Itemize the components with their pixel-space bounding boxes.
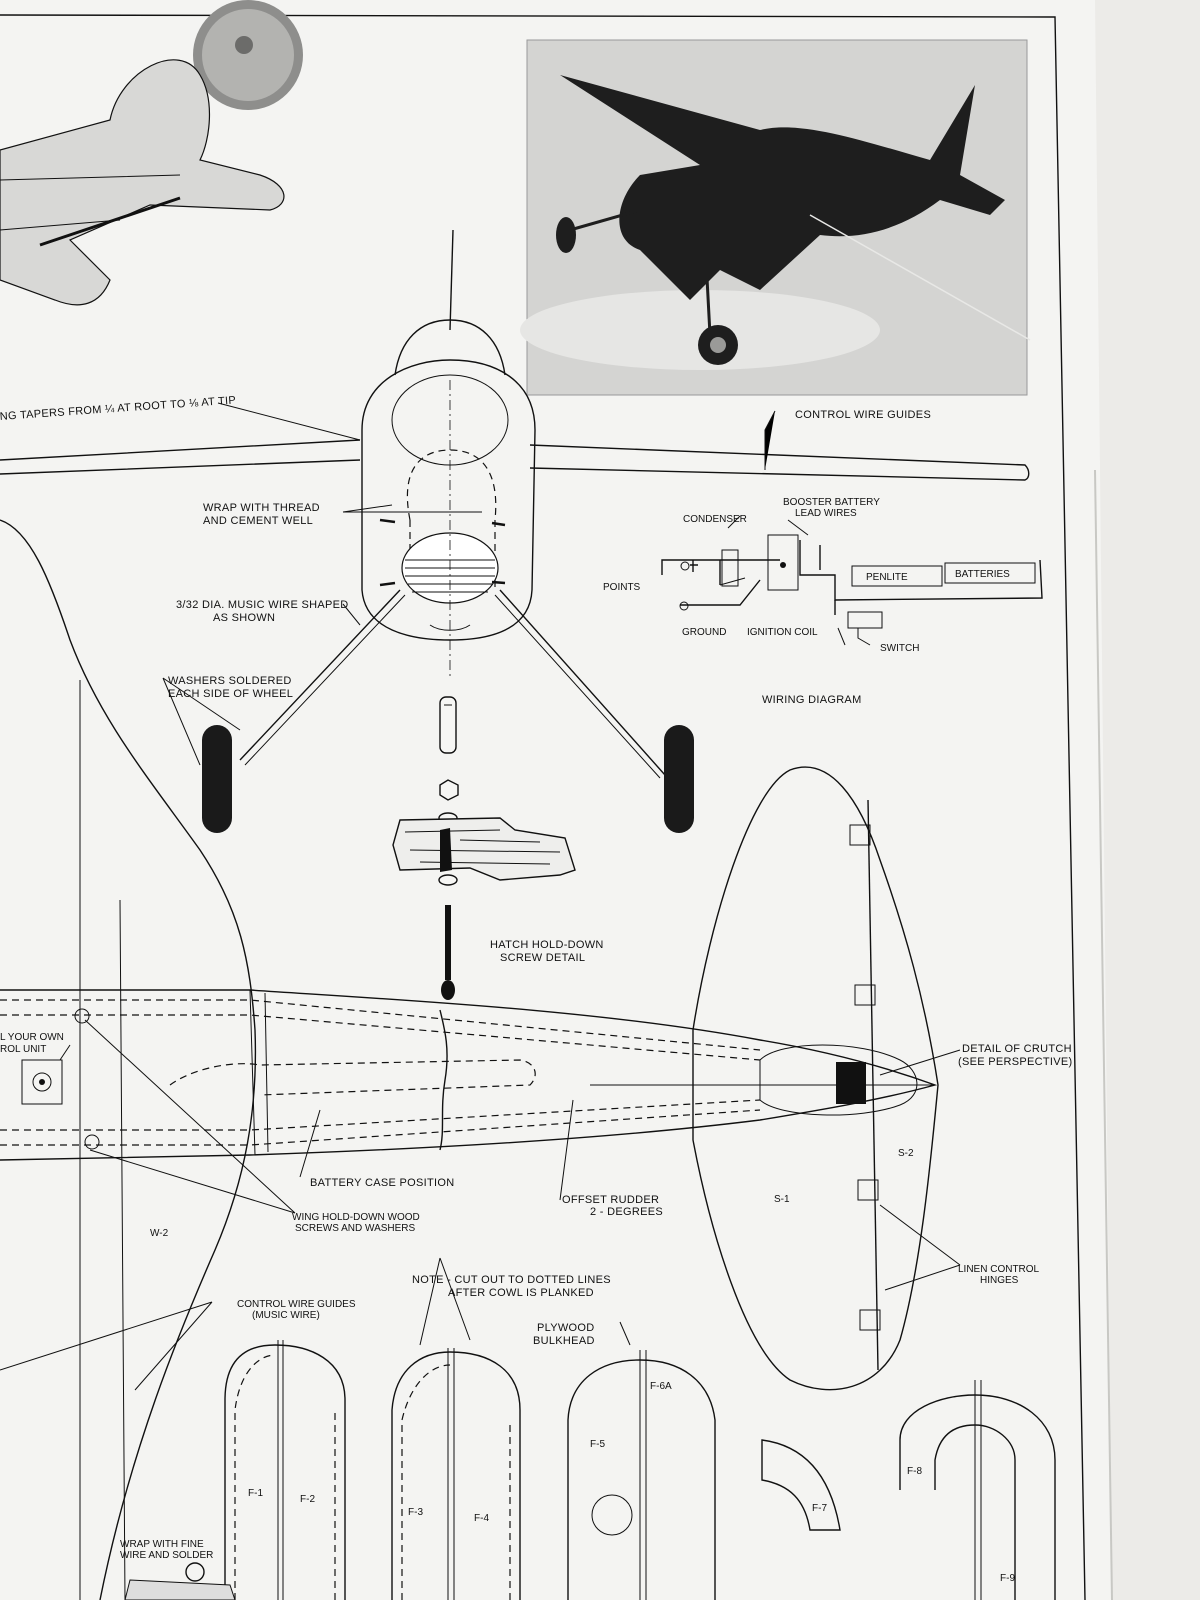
right-wheel-icon: [664, 725, 694, 833]
condenser-label: CONDENSER: [683, 514, 747, 525]
hatch-label-2: SCREW DETAIL: [500, 952, 585, 964]
fuselage-top-view: [0, 989, 938, 1161]
ground-label: GROUND: [682, 627, 726, 638]
s1-label: S-1: [774, 1194, 790, 1205]
note-label-1: NOTE - CUT OUT TO DOTTED LINES: [412, 1274, 611, 1286]
linen-label-2: HINGES: [980, 1275, 1019, 1286]
magnet-icon: [193, 0, 303, 110]
bulkhead-f6a-label: F-6A: [650, 1381, 672, 1392]
wrap-fine-label-1: WRAP WITH FINE: [120, 1539, 204, 1550]
penlite-label: PENLITE: [866, 572, 908, 583]
wrap-thread-label-2: AND CEMENT WELL: [203, 515, 313, 527]
bulkhead-f2-label: F-2: [300, 1494, 315, 1505]
booster-label-2: LEAD WIRES: [795, 508, 857, 519]
offset-rudder-label-1: OFFSET RUDDER: [562, 1194, 659, 1206]
bulkhead-f9-label: F-9: [1000, 1573, 1015, 1584]
booster-label-1: BOOSTER BATTERY: [783, 497, 880, 508]
bulkhead-f1-label: F-1: [248, 1488, 263, 1499]
bulkhead-parts: [224, 1340, 1056, 1600]
bulkhead-f7-label: F-7: [812, 1503, 827, 1514]
control-wire-guides-bottom-1: CONTROL WIRE GUIDES: [237, 1299, 356, 1310]
perspective-plane-drawing: [0, 59, 285, 306]
control-wire-guides-label: CONTROL WIRE GUIDES: [795, 409, 931, 421]
note-label-2: AFTER COWL IS PLANKED: [448, 1287, 594, 1299]
tail-plane-drawing: [692, 766, 939, 1391]
switch-icon: [847, 611, 883, 629]
batteries-label: BATTERIES: [955, 569, 1010, 580]
wiring-diagram-title: WIRING DIAGRAM: [762, 694, 862, 706]
hatch-screw-detail-drawing: [392, 696, 576, 1000]
washers-label-1: WASHERS SOLDERED: [168, 675, 292, 687]
washers-label-2: EACH SIDE OF WHEEL: [168, 688, 293, 700]
model-photo: [520, 39, 1031, 396]
paper-sheet: [0, 0, 1112, 1600]
wing-plan-outline: [0, 519, 257, 1600]
switch-label: SWITCH: [880, 643, 919, 654]
bulkhead-f4-label: F-4: [474, 1513, 489, 1524]
crutch-label-1: DETAIL OF CRUTCH: [962, 1043, 1072, 1055]
control-unit-label-1: L YOUR OWN: [0, 1032, 64, 1043]
music-wire-label-1: 3/32 DIA. MUSIC WIRE SHAPED: [176, 599, 349, 611]
ignition-coil-label: IGNITION COIL: [747, 627, 818, 638]
bulkhead-f3-label: F-3: [408, 1507, 423, 1518]
wiring-diagram: [661, 534, 1043, 646]
wing-screws-label-2: SCREWS AND WASHERS: [295, 1223, 416, 1234]
control-unit-label-2: ROL UNIT: [0, 1044, 46, 1055]
hatch-label-1: HATCH HOLD-DOWN: [490, 939, 604, 951]
crutch-label-2: (SEE PERSPECTIVE): [958, 1056, 1073, 1068]
music-wire-label-2: AS SHOWN: [213, 612, 275, 624]
wrap-thread-label-1: WRAP WITH THREAD: [203, 502, 320, 514]
w2-label: W-2: [150, 1228, 169, 1239]
wrap-fine-label-2: WIRE AND SOLDER: [120, 1550, 213, 1561]
battery-case-label: BATTERY CASE POSITION: [310, 1177, 454, 1189]
linen-label-1: LINEN CONTROL: [958, 1264, 1040, 1275]
points-label: POINTS: [603, 582, 641, 593]
batteries-box: [944, 562, 1036, 584]
offset-rudder-label-2: 2 - DEGREES: [590, 1206, 663, 1218]
penlite-battery: [851, 565, 943, 587]
bulkhead-f5-label: F-5: [590, 1439, 605, 1450]
plywood-label-1: PLYWOOD: [537, 1322, 595, 1334]
s2-label: S-2: [898, 1148, 914, 1159]
wire-joint-detail: [124, 1562, 236, 1600]
sheet-border: [0, 14, 1086, 1600]
wing-screws-label-1: WING HOLD-DOWN WOOD: [292, 1212, 420, 1223]
control-wire-guides-bottom-2: (MUSIC WIRE): [252, 1310, 320, 1321]
front-view-drawing: [0, 229, 1030, 833]
plywood-label-2: BULKHEAD: [533, 1335, 595, 1347]
left-wheel-icon: [202, 725, 232, 833]
bulkhead-f8-label: F-8: [907, 1466, 922, 1477]
